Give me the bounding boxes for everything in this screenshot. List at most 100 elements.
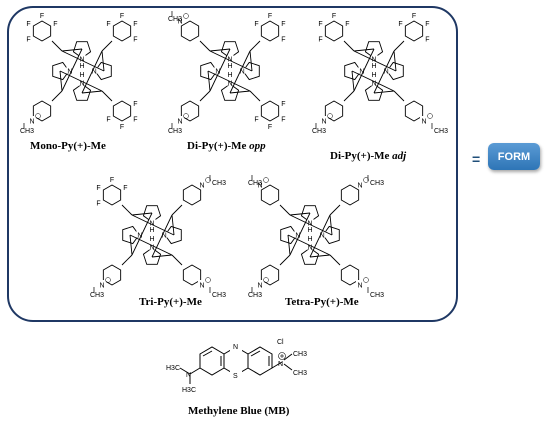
pyrrole-n-label: N (149, 245, 154, 252)
aryl-ring (324, 100, 344, 122)
pyrrole-ring: N (52, 61, 74, 81)
meso-bond (101, 40, 113, 52)
meso-bridge (81, 50, 103, 94)
pyrrole-h-label: H (307, 227, 312, 234)
meso-bond (121, 204, 133, 216)
fluorine-label: F (96, 200, 100, 207)
meso-bond (121, 254, 133, 266)
meso-bridge (61, 48, 83, 92)
fluorine-label: F (332, 13, 336, 20)
meso-bond (343, 40, 355, 52)
mono-py-me-caption: Mono-Py(+)-Me (30, 140, 106, 152)
pyridinium-n-label: N (29, 119, 34, 126)
pyrrole-h-label: H (307, 236, 312, 243)
plus-charge (327, 113, 333, 119)
pyrrole-n-label: N (384, 69, 389, 76)
pyrrole-n-label: N (149, 220, 154, 227)
mb-plus-charge (278, 352, 286, 360)
mb-bottom-methyl-label: H3C (182, 387, 196, 394)
iodide-label: I (209, 286, 211, 295)
iodide-label: I (209, 174, 211, 183)
pyrrole-n-label: N (137, 233, 142, 240)
meso-bridge (131, 214, 175, 236)
pyrrole-ring: N (382, 61, 404, 81)
aryl-ring (340, 184, 360, 206)
pyrrole-n-label: N (307, 245, 312, 252)
pyrrole-h-label: H (149, 236, 154, 243)
pyrrole-h-label: H (371, 72, 376, 79)
meso-bridge (61, 50, 105, 72)
tetra-py-me-caption: Tetra-Py(+)-Me (285, 296, 359, 308)
pyrrole-ring: NH (364, 41, 384, 70)
fluorine-label: F (281, 116, 285, 123)
plus-charge (363, 177, 369, 183)
pyridinium-n-label: N (199, 283, 204, 290)
pyrrole-ring: N (238, 61, 260, 81)
iodide-label: I (251, 174, 253, 183)
iodide-label: I (367, 174, 369, 183)
pyrrole-n-label: N (371, 56, 376, 63)
meso-bridge (309, 254, 331, 258)
mb-ring-s-label: S (233, 373, 238, 380)
fluorine-label: F (254, 21, 258, 28)
aryl-ring (260, 100, 280, 122)
fluorine-label: F (120, 124, 124, 131)
iodide-label: I (431, 122, 433, 131)
pyrrole-ring: NH (72, 72, 92, 101)
plus-charge (205, 177, 211, 183)
pyrrole-n-label: N (79, 81, 84, 88)
meso-bridge (249, 50, 253, 72)
fluorine-label: F (318, 21, 322, 28)
meso-bridge (373, 90, 395, 94)
aryl-ring (260, 264, 280, 286)
di-py-me-opp-caption: Di-Py(+)-Me opp (187, 140, 266, 152)
meso-bond (249, 90, 261, 102)
fluorine-label: F (254, 116, 258, 123)
pyrrole-ring: NH (300, 205, 320, 234)
fluorine-label: F (345, 21, 349, 28)
iodide-label: I (171, 122, 173, 131)
meso-bridge (393, 50, 397, 72)
plus-charge (183, 113, 189, 119)
meso-bridge (59, 70, 63, 92)
meso-bridge (207, 70, 251, 92)
iodide-label: I (171, 10, 173, 19)
meso-bridge (81, 90, 103, 94)
meso-bridge (289, 212, 311, 216)
fluorine-label: F (268, 124, 272, 131)
fluorine-label: F (398, 21, 402, 28)
meso-bond (393, 90, 405, 102)
meso-bond (329, 204, 341, 216)
fluorine-label: F (133, 101, 137, 108)
pyrrole-ring: N (90, 61, 112, 81)
meso-bridge (229, 90, 251, 94)
pyrrole-ring: NH (220, 41, 240, 70)
tri-py-me-caption: Tri-Py(+)-Me (139, 296, 202, 308)
pyridinium-n-label: N (321, 119, 326, 126)
pyrrole-n-label: N (359, 69, 364, 76)
aryl-ring (404, 100, 424, 122)
mb-chloride-label: Cl (277, 339, 284, 346)
pyrrole-ring: N (344, 61, 366, 81)
methyl-label: CH3 (248, 180, 262, 187)
aryl-ring (102, 264, 122, 286)
plus-charge (263, 177, 269, 183)
pyrrole-h-label: H (79, 63, 84, 70)
aryl-ring (32, 100, 52, 122)
form-button[interactable]: FORM (488, 143, 540, 170)
mb-cation-n-label: N (278, 361, 283, 368)
pyridinium-n-label: N (257, 283, 262, 290)
plus-charge (105, 277, 111, 283)
pyrrole-h-label: H (79, 72, 84, 79)
iodide-label: I (23, 122, 25, 131)
plus-charge (427, 113, 433, 119)
pyrrole-ring: N (318, 225, 340, 245)
aryl-ring (180, 20, 200, 42)
aryl-ring (112, 100, 132, 122)
meso-bridge (373, 50, 395, 94)
